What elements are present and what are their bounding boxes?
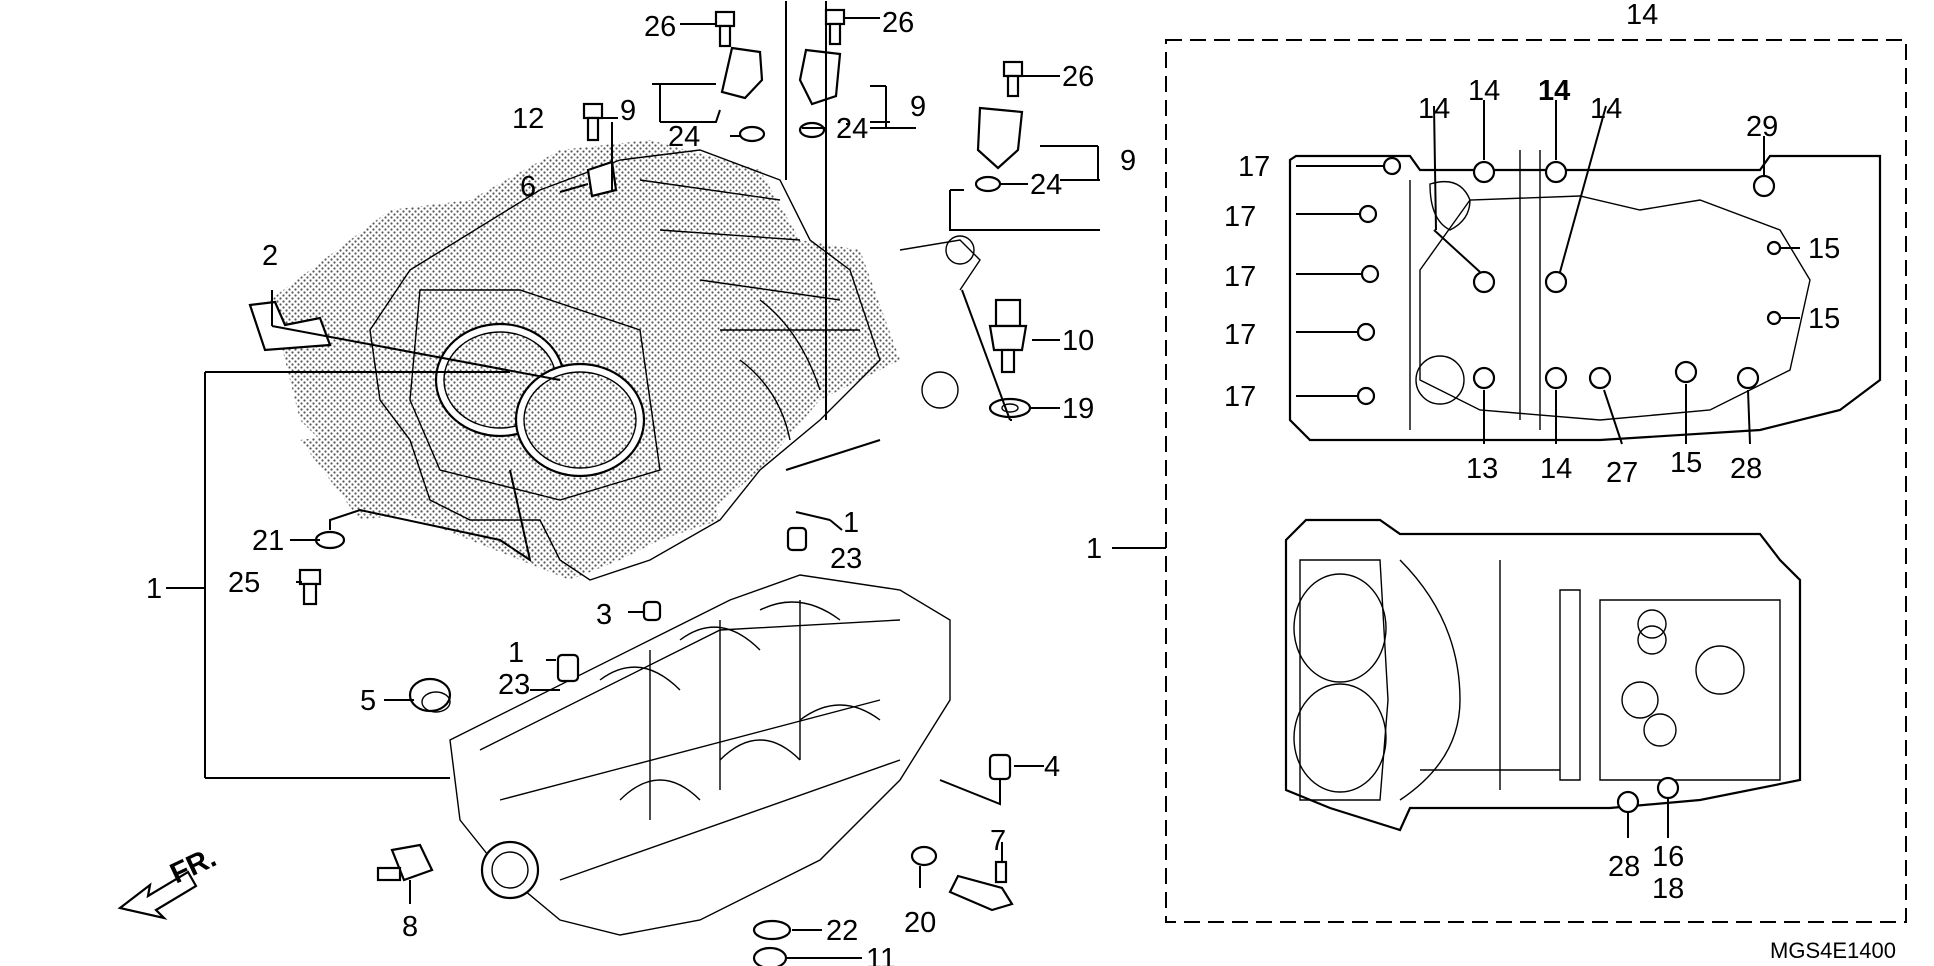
callout-28: 28 [1730, 453, 1762, 485]
top-view-crankcase [1288, 150, 1882, 442]
callout-15: 15 [1670, 447, 1702, 479]
diagram-code: MGS4E1400 [1770, 938, 1896, 963]
callout-8: 8 [402, 911, 418, 943]
callout-17: 17 [1224, 261, 1256, 293]
callout-26: 26 [882, 7, 914, 39]
callout-22: 22 [826, 915, 858, 947]
callout-11: 11 [866, 943, 896, 966]
callout-21: 21 [252, 525, 284, 557]
callout-17: 17 [1224, 381, 1256, 413]
callout-24: 24 [1030, 169, 1062, 201]
callout-14: 14 [1590, 93, 1622, 125]
callout-2: 2 [262, 240, 278, 272]
callout-15: 15 [1808, 233, 1840, 265]
callout-23: 23 [830, 543, 862, 575]
callout-3: 3 [596, 599, 612, 631]
callout-14: 14 [1540, 453, 1572, 485]
callout-7: 7 [990, 825, 1006, 857]
callout-4: 4 [1044, 751, 1060, 783]
callout-10: 10 [1062, 325, 1094, 357]
callout-1: 1 [843, 507, 859, 539]
left-callout-lines [166, 1, 1100, 959]
callout-24: 24 [836, 113, 868, 145]
callout-14: 14 [1538, 75, 1570, 107]
upper-crankcase [270, 140, 981, 581]
callout-23: 23 [498, 669, 530, 701]
right-callout-lines [1296, 100, 1800, 838]
callout-numbers: 1 1 1 1 2 3 4 5 6 7 8 9 9 9 10 11 12 19 … [146, 0, 1840, 966]
callout-29: 29 [1746, 111, 1778, 143]
callout-16: 16 [1652, 841, 1684, 873]
callout-9: 9 [1120, 145, 1136, 177]
callout-9: 9 [620, 95, 636, 127]
callout-25: 25 [228, 567, 260, 599]
callout-1: 1 [1086, 533, 1102, 565]
front-direction-arrow: FR. [117, 842, 221, 920]
callout-17: 17 [1224, 319, 1256, 351]
callout-24: 24 [668, 121, 700, 153]
bottom-view-crankcase [1284, 518, 1802, 832]
callout-17: 17 [1224, 201, 1256, 233]
callout-6: 6 [520, 171, 536, 203]
callout-1: 1 [508, 637, 524, 669]
callout-14: 14 [1626, 0, 1658, 31]
callout-17: 17 [1238, 151, 1270, 183]
callout-9: 9 [910, 91, 926, 123]
callout-18: 18 [1652, 873, 1684, 905]
callout-20: 20 [904, 907, 936, 939]
lower-crankcase [449, 574, 951, 936]
callout-14: 14 [1418, 93, 1450, 125]
callout-28: 28 [1608, 851, 1640, 883]
callout-19: 19 [1062, 393, 1094, 425]
callout-13: 13 [1466, 453, 1498, 485]
callout-27: 27 [1606, 457, 1638, 489]
detail-frame [1112, 39, 1907, 923]
callout-14: 14 [1468, 75, 1500, 107]
callout-12: 12 [512, 103, 544, 135]
callout-26: 26 [644, 11, 676, 43]
callout-26: 26 [1062, 61, 1094, 93]
callout-15: 15 [1808, 303, 1840, 335]
callout-1: 1 [146, 573, 162, 605]
callout-5: 5 [360, 685, 376, 717]
